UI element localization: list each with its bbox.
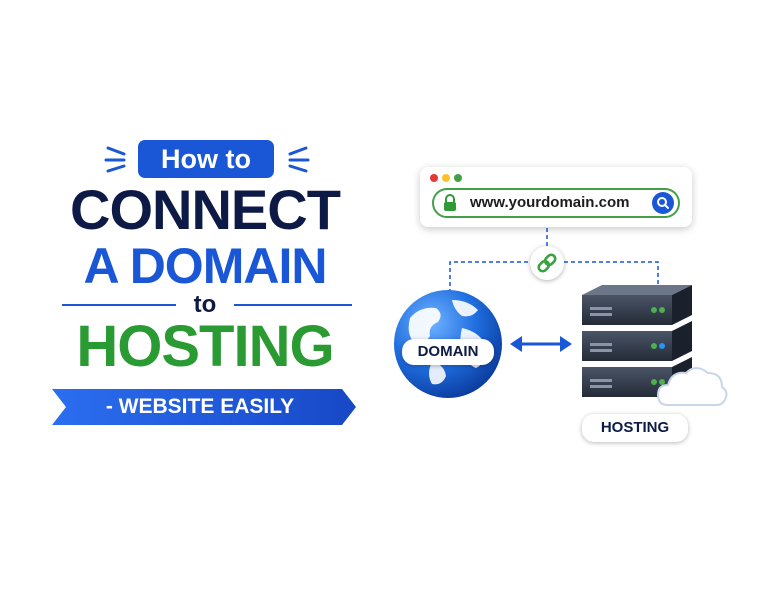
url-text: www.yourdomain.com (470, 194, 630, 211)
window-dot-green (454, 174, 462, 182)
server-icon (582, 285, 728, 406)
spark-right-icon (288, 146, 310, 173)
divider-left (62, 304, 176, 306)
divider-right (234, 304, 352, 306)
search-icon[interactable] (652, 192, 674, 214)
hosting-label: HOSTING (582, 414, 688, 442)
window-dot-yellow (442, 174, 450, 182)
window-dot-red (430, 174, 438, 182)
cloud-icon (656, 367, 728, 406)
double-arrow-icon (510, 336, 572, 352)
title-to: to (193, 291, 217, 318)
title-a-domain: A DOMAIN (83, 238, 328, 294)
title-connect: CONNECT (70, 178, 341, 241)
domain-label: DOMAIN (402, 339, 494, 365)
browser-window: www.yourdomain.com (420, 167, 692, 227)
link-badge (530, 246, 564, 280)
how-to-pill: How to (138, 140, 274, 178)
headline-block: How to CONNECT A DOMAIN to HOSTING - WEB… (52, 140, 356, 425)
link-icon (537, 253, 557, 273)
banner-text: - WEBSITE EASILY (105, 395, 295, 418)
lock-icon (444, 194, 456, 211)
address-bar[interactable]: www.yourdomain.com (432, 188, 680, 218)
banner-ribbon (52, 389, 356, 425)
title-hosting: HOSTING (76, 314, 334, 379)
spark-left-icon (104, 146, 126, 173)
